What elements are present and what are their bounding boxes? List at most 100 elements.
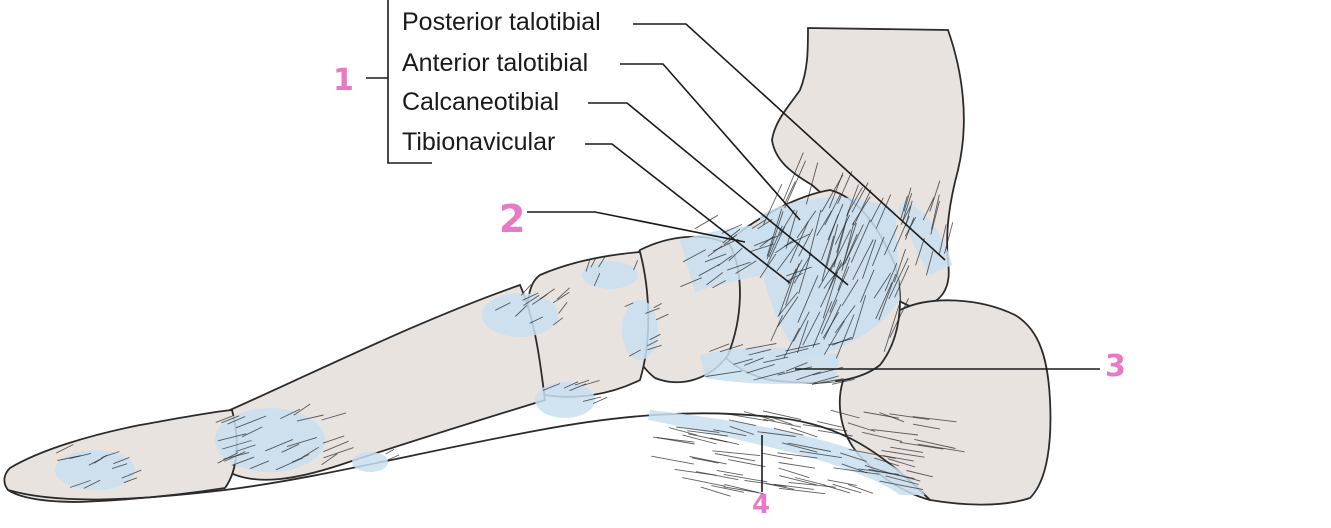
- hatch-stroke: [691, 457, 719, 464]
- hatch-stroke: [523, 294, 540, 306]
- ligament-posterior-talotibial: [898, 200, 952, 275]
- hatch-stroke: [744, 357, 764, 366]
- hatch-stroke: [823, 261, 845, 289]
- hatch-stroke: [227, 416, 246, 425]
- hatch-stroke: [790, 427, 818, 438]
- hatch-stroke: [850, 219, 871, 263]
- hatch-stroke: [846, 184, 859, 217]
- hatch-stroke: [235, 415, 267, 429]
- hatch-stroke: [829, 266, 850, 313]
- hatch-stroke: [797, 275, 819, 323]
- hatch-stroke: [881, 449, 925, 458]
- hatch-stroke: [704, 253, 727, 263]
- hatch-stroke: [893, 248, 906, 283]
- hatch-stroke: [827, 479, 857, 486]
- hatch-stroke: [241, 426, 263, 438]
- hatch-stroke: [889, 298, 910, 338]
- hatch-stroke: [590, 258, 597, 268]
- hatch-stroke: [766, 226, 786, 267]
- hatch-stroke: [822, 271, 839, 319]
- leader-calcaneotibial: [588, 102, 849, 286]
- hatch-stroke: [745, 343, 777, 350]
- ligament-metatarsophalangeal: [215, 408, 325, 472]
- hatch-stroke: [753, 371, 785, 381]
- hatch-stroke: [786, 266, 812, 277]
- hatch-stroke: [707, 245, 723, 257]
- hatch-stroke: [875, 282, 893, 320]
- hatch-stroke: [789, 221, 809, 264]
- hatch-stroke: [781, 442, 818, 453]
- hatch-stroke: [900, 195, 908, 220]
- hatch-stroke: [831, 378, 855, 385]
- hatch-stroke: [723, 473, 768, 483]
- label-calcaneotibial: Calcaneotibial: [402, 88, 560, 116]
- hatch-stroke: [773, 427, 804, 436]
- hatch-stroke: [542, 383, 561, 391]
- hatch-stroke: [778, 487, 826, 495]
- hatch-stroke: [520, 284, 532, 296]
- hatch-stroke: [777, 452, 818, 459]
- hatch-stroke: [753, 235, 779, 247]
- hatch-stroke: [250, 460, 269, 470]
- hatch-stroke: [938, 224, 947, 256]
- hatch-stroke: [280, 408, 301, 420]
- hatch-stroke: [88, 457, 103, 466]
- hatch-stroke: [592, 396, 608, 404]
- hatch-stroke: [674, 468, 717, 476]
- hatch-stroke: [633, 260, 639, 271]
- hatch-stroke: [682, 477, 726, 487]
- hatch-stroke: [818, 429, 853, 437]
- hatch-stroke: [834, 305, 856, 334]
- hatch-stroke: [778, 475, 817, 486]
- hatch-stroke: [887, 458, 916, 468]
- hatch-stroke: [817, 420, 843, 428]
- hatch-stroke: [698, 263, 720, 277]
- hatch-stroke: [323, 440, 349, 453]
- hatch-stroke: [913, 423, 941, 430]
- hatch-stroke: [735, 260, 757, 274]
- label-posterior-talotibial: Posterior talotibial: [402, 8, 601, 36]
- hatch-stroke: [777, 366, 813, 376]
- hatch-stroke: [802, 424, 848, 432]
- hatch-stroke: [799, 450, 843, 459]
- hatch-stroke: [871, 236, 885, 267]
- ligament-tibionavicular: [680, 224, 800, 292]
- hatch-stroke: [574, 379, 590, 386]
- hatch-stroke: [649, 333, 661, 341]
- hatch-stroke: [785, 263, 800, 306]
- hatch-stroke: [826, 224, 839, 267]
- hatch-stroke: [676, 426, 720, 433]
- hatch-stroke: [57, 455, 81, 461]
- hatch-stroke: [727, 261, 751, 271]
- hatch-stroke: [829, 229, 852, 272]
- hatch-stroke: [714, 453, 756, 462]
- hatch-stroke: [903, 187, 912, 212]
- hatch-stroke: [824, 193, 842, 226]
- hatch-stroke: [774, 483, 814, 490]
- hatch-stroke: [563, 381, 579, 389]
- hatch-stroke: [782, 152, 804, 201]
- hatch-stroke: [836, 210, 850, 254]
- annotation-2: 2: [499, 197, 526, 241]
- hatch-stroke: [821, 174, 844, 213]
- hatch-stroke: [796, 210, 817, 239]
- ligament-bands: [55, 197, 952, 495]
- hatch-stroke: [728, 247, 743, 262]
- hatch-stroke: [841, 463, 868, 474]
- hatch-stroke: [823, 320, 845, 355]
- hatch-stroke: [231, 456, 255, 466]
- hatch-stroke: [321, 453, 338, 466]
- hatch-stroke: [323, 447, 354, 459]
- hatch-stroke: [121, 469, 142, 479]
- hatch-stroke: [725, 413, 768, 422]
- hatch-stroke: [859, 269, 875, 303]
- hatch-stroke: [759, 236, 774, 248]
- hatch-stroke: [653, 303, 662, 309]
- hatch-stroke: [802, 311, 821, 346]
- ligament-interphalangeal: [55, 450, 135, 490]
- hatch-stroke: [884, 262, 898, 292]
- hatch-stroke: [711, 485, 744, 493]
- hatch-stroke: [746, 363, 775, 374]
- hatch-stroke: [833, 467, 880, 475]
